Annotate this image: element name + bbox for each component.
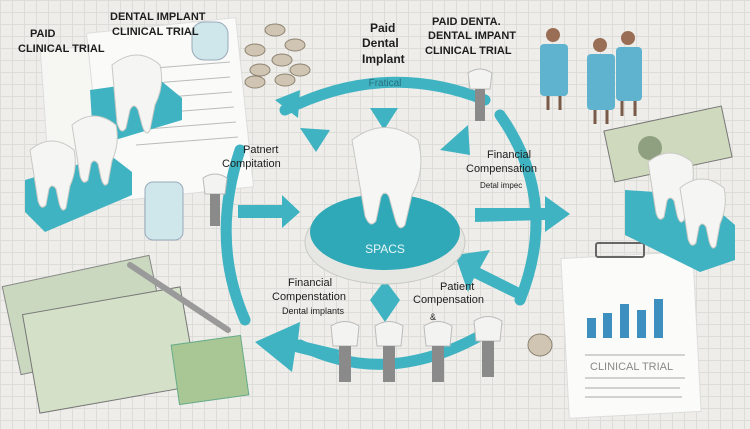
label-paid: PAID bbox=[30, 28, 56, 40]
report-document: CLINICAL TRIAL bbox=[560, 242, 702, 419]
label-dental-center: Dental bbox=[362, 36, 399, 50]
label-patnert: Patnert bbox=[243, 144, 278, 156]
pen-icon bbox=[127, 262, 231, 333]
label-dental-implant: DENTAL IMPLANT bbox=[110, 11, 206, 23]
platform-label: SPACS bbox=[365, 242, 405, 256]
label-dental-impant: DENTAL IMPANT bbox=[428, 30, 516, 42]
label-dental-implants: Dental implants bbox=[282, 306, 345, 316]
label-compitation: Compitation bbox=[222, 158, 281, 170]
label-detal-impec: Detal impec bbox=[480, 181, 522, 190]
label-clinical-trial-right: CLINICAL TRIAL bbox=[425, 45, 512, 57]
central-platform: SPACS bbox=[304, 127, 466, 285]
label-compenstation-bottom: Compenstation bbox=[272, 291, 346, 303]
arrow-icon bbox=[238, 90, 570, 372]
label-clinical-trial-b: CLINICAL TRIAL bbox=[112, 26, 199, 38]
label-compensation-right: Compensation bbox=[466, 163, 537, 175]
report-title: CLINICAL TRIAL bbox=[590, 361, 673, 373]
label-clinical-trial: CLINICAL TRIAL bbox=[18, 43, 105, 55]
label-implant-center: Implant bbox=[362, 52, 405, 66]
label-paid-center: Paid bbox=[370, 21, 395, 35]
bar-chart-report-icon bbox=[587, 299, 663, 338]
clinician-figure-icon bbox=[540, 28, 642, 124]
dollar-bill-icon bbox=[1, 105, 733, 414]
label-ampersand: & bbox=[430, 312, 436, 322]
jar-icon bbox=[144, 21, 229, 241]
dental-implant-icon bbox=[202, 68, 503, 382]
label-paid-denta: PAID DENTA. bbox=[432, 16, 501, 28]
coin-stack-icon bbox=[244, 23, 553, 357]
tooth-icon bbox=[351, 127, 422, 229]
arc-label: Fratical bbox=[369, 78, 402, 89]
label-compensation-bottom: Compensation bbox=[413, 294, 484, 306]
label-patient: Patient bbox=[440, 281, 474, 293]
tooth-icon bbox=[29, 54, 726, 249]
label-financial-bottom: Financial bbox=[288, 277, 332, 289]
clipboard-clip bbox=[595, 242, 645, 258]
label-financial-right: Financial bbox=[487, 149, 531, 161]
